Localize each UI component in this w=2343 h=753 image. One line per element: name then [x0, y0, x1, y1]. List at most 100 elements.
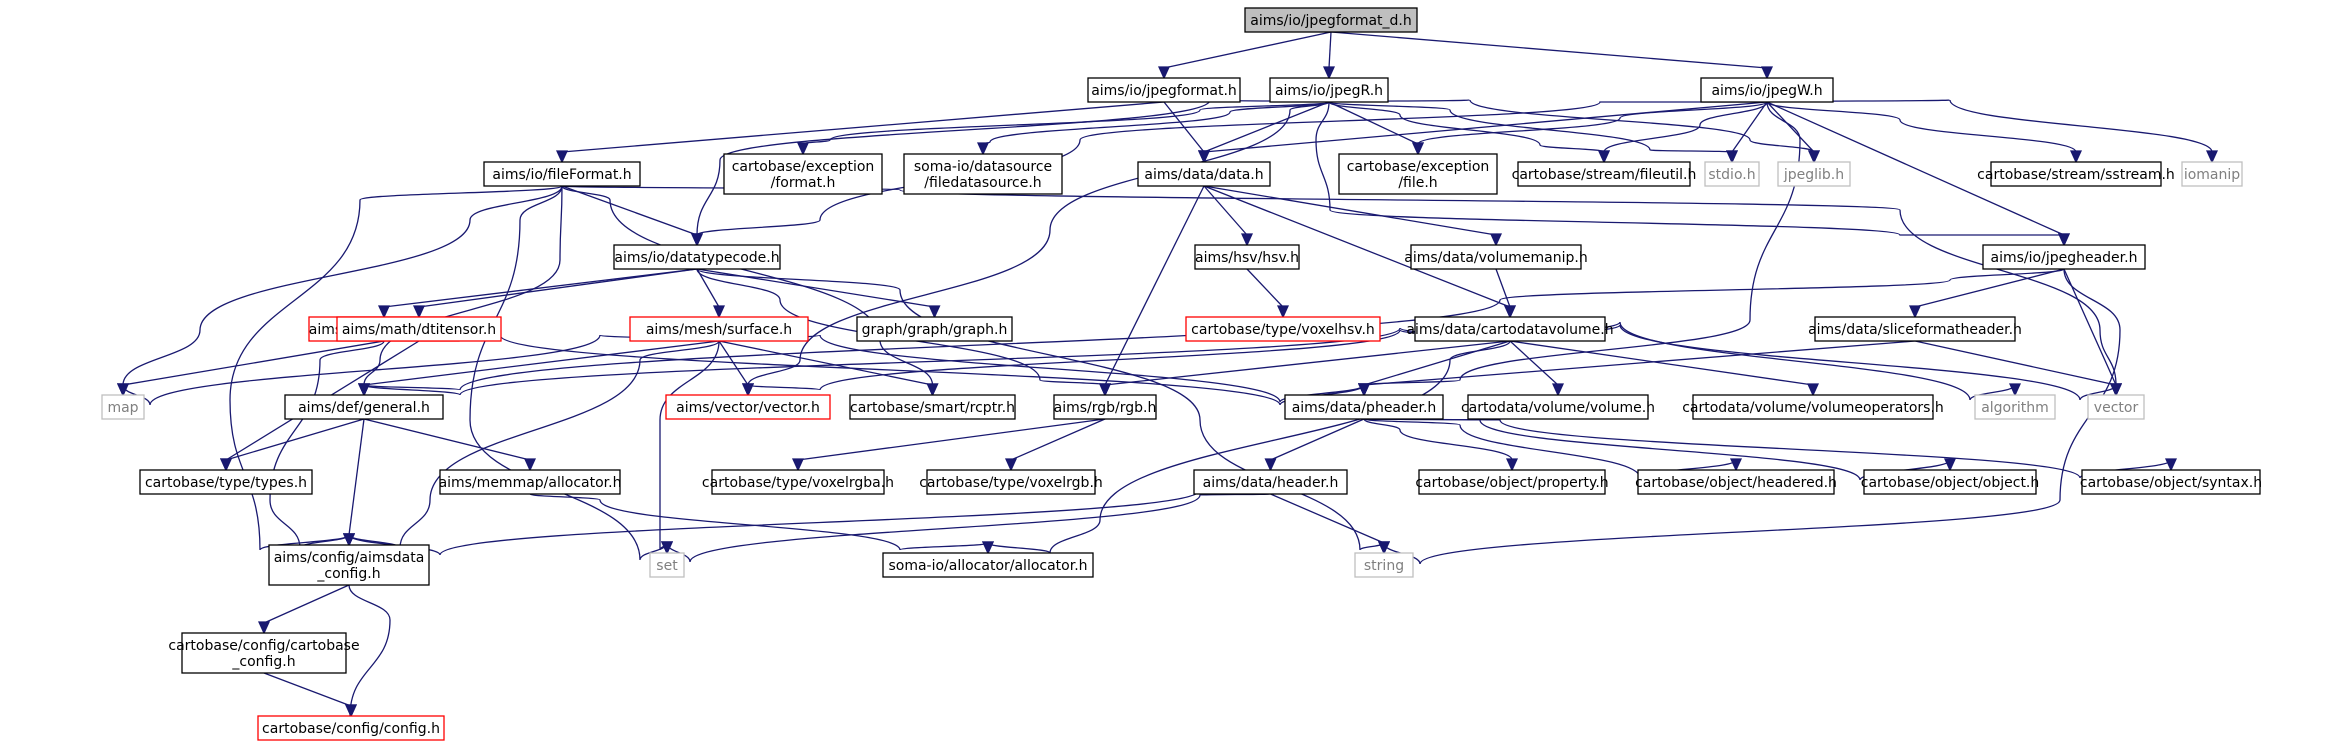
node-jpegformat[interactable]: aims/io/jpegformat.h: [1087, 77, 1241, 103]
node-label: cartobase/smart/rcptr.h: [850, 400, 1015, 416]
node-config[interactable]: cartobase/config/config.h: [257, 715, 445, 741]
edge-arrowhead: [1322, 66, 1336, 80]
node-aimsdataconfig[interactable]: aims/config/aimsdata_config.h: [268, 544, 430, 586]
node-jpegW[interactable]: aims/io/jpegW.h: [1700, 77, 1834, 103]
node-iomanip: iomanip: [2181, 161, 2243, 187]
node-excfile[interactable]: cartobase/exception/file.h: [1338, 153, 1498, 195]
edge-aimsdataconfig-to-cartobaseconfig: [257, 584, 350, 635]
node-voxelrgba[interactable]: cartobase/type/voxelrgba.h: [702, 469, 894, 495]
edge-sliceformatheader-to-pheader: [1357, 340, 1916, 397]
node-volumeoperators[interactable]: cartodata/volume/volumeoperators.h: [1682, 394, 1944, 420]
node-box: [439, 469, 621, 495]
node-box: [181, 632, 347, 674]
node-general[interactable]: aims/def/general.h: [284, 394, 444, 420]
node-label: aims/math/dtitensor.h: [342, 322, 496, 338]
node-box: [856, 316, 1013, 342]
node-filedatasource[interactable]: soma-io/datasource/filedatasource.h: [903, 153, 1063, 195]
node-label: _config.h: [231, 654, 295, 670]
node-label: /file.h: [1398, 175, 1437, 191]
node-label: cartobase/type/voxelrgba.h: [702, 475, 894, 491]
node-box: [629, 316, 809, 342]
node-data[interactable]: aims/data/data.h: [1137, 161, 1271, 187]
node-dtitensor[interactable]: aims/math/dtitensor.h: [336, 316, 502, 342]
edge-data-to-rgb: [1098, 185, 1205, 397]
node-property[interactable]: cartobase/object/property.h: [1415, 469, 1609, 495]
node-voxelhsv[interactable]: cartobase/type/voxelhsv.h: [1185, 316, 1381, 342]
node-voxelrgb[interactable]: cartobase/type/voxelrgb.h: [919, 469, 1103, 495]
edge-jpegformat-to-fileFormat: [555, 101, 1165, 164]
node-jpeglib: jpeglib.h: [1777, 161, 1851, 187]
node-rgb[interactable]: aims/rgb/rgb.h: [1053, 394, 1157, 420]
node-label: aims/vector/vector.h: [676, 400, 820, 416]
node-box: [268, 544, 430, 586]
node-box: [1704, 161, 1760, 187]
node-label: aims/data/data.h: [1144, 167, 1263, 183]
edge-arrowhead: [1098, 383, 1112, 397]
node-datatypecode[interactable]: aims/io/datatypecode.h: [613, 244, 781, 270]
node-surface[interactable]: aims/mesh/surface.h: [629, 316, 809, 342]
node-label: aims/data/volumemanip.h: [1404, 250, 1587, 266]
edge-volumemanip-to-cartodatavolume: [1495, 268, 1517, 319]
node-string: string: [1354, 552, 1414, 578]
node-label: aims/io/jpegR.h: [1275, 83, 1383, 99]
node-label: cartobase/object/property.h: [1415, 475, 1608, 491]
node-label: cartodata/volume/volumeoperators.h: [1682, 400, 1944, 416]
node-cartodatavolume[interactable]: aims/data/cartodatavolume.h: [1406, 316, 1614, 342]
node-fileutil[interactable]: cartobase/stream/fileutil.h: [1512, 161, 1697, 187]
node-label: algorithm: [1981, 400, 2049, 416]
edge-surface-to-pheader: [718, 334, 1371, 403]
edge-datatypecode-to-bucket: [377, 268, 698, 319]
node-box: [2181, 161, 2243, 187]
node-vector_h[interactable]: aims/vector/vector.h: [665, 394, 831, 420]
node-sstream[interactable]: cartobase/stream/sstream.h: [1977, 161, 2175, 187]
edge-fileFormat-to-vector: [561, 185, 2123, 397]
edge-arrowhead: [2164, 458, 2178, 472]
node-somaallocator[interactable]: soma-io/allocator/allocator.h: [882, 552, 1094, 578]
edge-rgb-to-voxelrgb: [1004, 418, 1106, 472]
node-box: [1410, 244, 1582, 270]
node-box: [1982, 244, 2146, 270]
edge-arrowhead: [796, 142, 810, 156]
node-box: [1194, 244, 1300, 270]
node-box: [257, 715, 445, 741]
node-root[interactable]: aims/io/jpegformat_d.h: [1244, 7, 1418, 33]
node-excformat[interactable]: cartobase/exception/format.h: [723, 153, 883, 195]
node-volume[interactable]: cartodata/volume/volume.h: [1461, 394, 1655, 420]
node-syntax[interactable]: cartobase/object/syntax.h: [2080, 469, 2262, 495]
edge-jpegheader-to-sliceformatheader: [1908, 268, 2065, 319]
node-cartobaseconfig[interactable]: cartobase/config/cartobase_config.h: [168, 632, 360, 674]
node-box: [1338, 153, 1498, 195]
edge-arrowhead: [1760, 66, 1774, 80]
node-box: [1700, 77, 1834, 103]
edge-arrowhead: [2069, 150, 2083, 164]
edge-arrowhead: [1908, 305, 1922, 319]
node-fileFormat[interactable]: aims/io/fileFormat.h: [483, 161, 641, 187]
node-box: [2087, 394, 2145, 420]
node-box: [1053, 394, 1157, 420]
node-jpegheader[interactable]: aims/io/jpegheader.h: [1982, 244, 2146, 270]
node-box: [1418, 469, 1606, 495]
node-label: aims/io/jpegheader.h: [1991, 250, 2138, 266]
node-rcptr[interactable]: cartobase/smart/rcptr.h: [849, 394, 1016, 420]
node-jpegR[interactable]: aims/io/jpegR.h: [1269, 77, 1389, 103]
node-volumemanip[interactable]: aims/data/volumemanip.h: [1404, 244, 1588, 270]
node-headered[interactable]: cartobase/object/headered.h: [1635, 469, 1837, 495]
node-header[interactable]: aims/data/header.h: [1193, 469, 1348, 495]
node-graphh[interactable]: graph/graph/graph.h: [856, 316, 1013, 342]
node-object[interactable]: cartobase/object/object.h: [1861, 469, 2040, 495]
node-box: [1244, 7, 1418, 33]
node-label: aims/io/datatypecode.h: [614, 250, 779, 266]
edge-pheader-to-headered: [1363, 418, 1743, 479]
node-pheader[interactable]: aims/data/pheader.h: [1284, 394, 1444, 420]
node-label: aims/io/fileFormat.h: [492, 167, 631, 183]
node-label: string: [1364, 558, 1404, 574]
edge-pheader-to-syntax: [1363, 418, 2178, 479]
node-types[interactable]: cartobase/type/types.h: [139, 469, 313, 495]
node-sliceformatheader[interactable]: aims/data/sliceformatheader.h: [1808, 316, 2022, 342]
edge-arrowhead: [2057, 233, 2071, 247]
node-memallocator[interactable]: aims/memmap/allocator.h: [439, 469, 622, 495]
node-label: iomanip: [2184, 167, 2240, 183]
edge-sliceformatheader-to-vector: [1914, 340, 2123, 397]
node-hsv[interactable]: aims/hsv/hsv.h: [1194, 244, 1300, 270]
